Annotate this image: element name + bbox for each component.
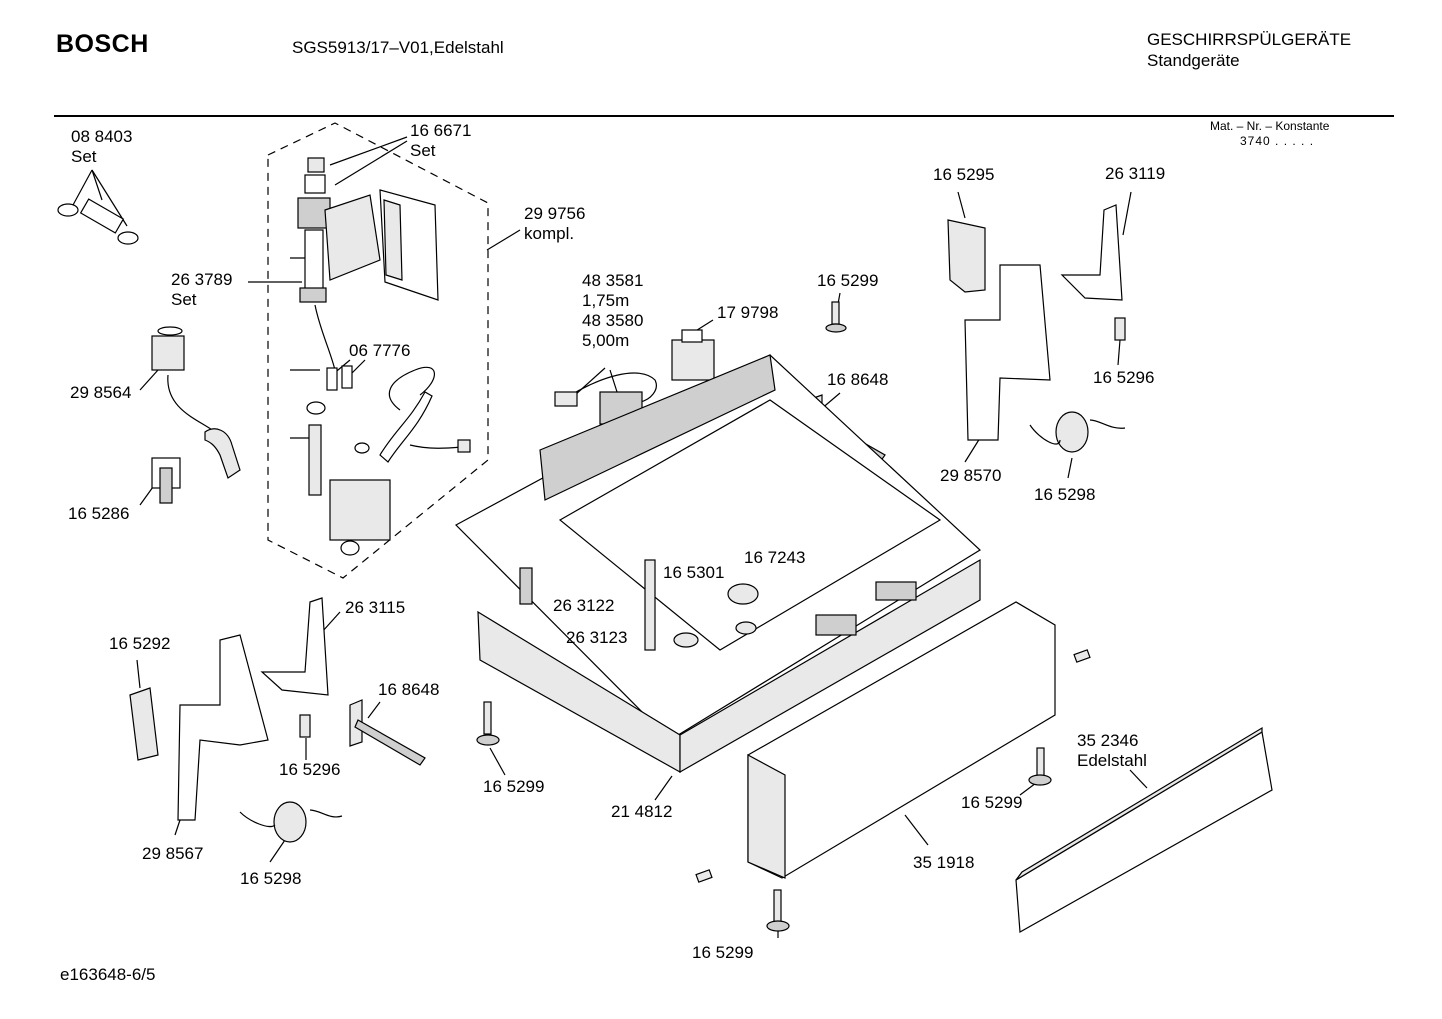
callout-line: 16 8648 (827, 370, 889, 389)
callout-165299-c: 16 5299 (961, 793, 1022, 813)
callout-line: Set (71, 147, 97, 166)
callout-line: 16 5299 (692, 943, 754, 962)
callout-line: 48 3580 (582, 311, 644, 330)
callout-line: 5,00m (582, 331, 630, 350)
callout-line: Edelstahl (1077, 751, 1147, 770)
callout-line: 26 3122 (553, 596, 615, 615)
callout-165296-b: 16 5296 (279, 760, 340, 780)
assembly-outline (267, 122, 489, 579)
base-tub (455, 354, 981, 774)
callout-line: 16 5286 (68, 504, 130, 523)
callout-line: 17 9798 (717, 303, 779, 322)
leveling-foot-screw-bottom (766, 889, 790, 932)
callout-263119: 26 3119 (1105, 164, 1165, 184)
callout-line: 16 5301 (663, 563, 725, 582)
header-rule (54, 115, 1394, 117)
callout-165299-b: 16 5299 (483, 777, 544, 797)
callout-167243: 16 7243 (744, 548, 805, 568)
brand-logo: BOSCH (56, 30, 149, 58)
callout-line: 16 5296 (279, 760, 341, 779)
callout-line: 29 8564 (70, 383, 132, 402)
callout-214812: 21 4812 (611, 802, 672, 822)
callout-line: 35 2346 (1077, 731, 1139, 750)
callout-line: 26 3119 (1105, 164, 1166, 183)
footer-code: e163648-6/5 (60, 965, 156, 984)
hinge-bracket-right (947, 204, 1126, 453)
leveling-foot-screw-left (476, 701, 500, 746)
leveling-foot-screw-right (1028, 747, 1052, 786)
callout-line: 06 7776 (349, 341, 411, 360)
callout-165298-a: 16 5298 (1034, 485, 1095, 505)
callout-line: 29 8567 (142, 844, 204, 863)
callout-line: kompl. (524, 224, 575, 243)
inlet-valve-assembly (297, 157, 471, 556)
callout-line: 29 8570 (940, 466, 1002, 485)
mains-filter (671, 329, 715, 381)
callout-line: 21 4812 (611, 802, 673, 821)
callout-line: 16 6671 (410, 121, 472, 140)
category-title: GESCHIRRSPÜLGERÄTE (1147, 30, 1352, 49)
callout-165296-a: 16 5296 (1093, 368, 1154, 388)
callout-168648-b: 16 8648 (378, 680, 439, 700)
callout-165301: 16 5301 (663, 563, 724, 583)
callout-165299-d: 16 5299 (692, 943, 753, 963)
callout-179798: 17 9798 (717, 303, 778, 323)
callout-298570: 29 8570 (940, 466, 1001, 486)
callout-line: 16 5292 (109, 634, 171, 653)
hose-clamp-set (57, 198, 139, 245)
hinge-bracket-left (129, 597, 343, 843)
callout-168648-a: 16 8648 (827, 370, 888, 390)
callout-165299-a: 16 5299 (817, 271, 878, 291)
callout-298567: 29 8567 (142, 844, 203, 864)
callout-263123: 26 3123 (566, 628, 627, 648)
callout-line: Set (171, 290, 197, 309)
callout-line: 16 7243 (744, 548, 806, 567)
callout-line: 16 5299 (961, 793, 1023, 812)
callout-263115: 26 3115 (345, 598, 405, 618)
kick-plate (747, 601, 1056, 879)
callout-298564: 29 8564 (70, 383, 131, 403)
category-subtitle: Standgeräte (1147, 51, 1240, 70)
callout-line: 16 5299 (817, 271, 879, 290)
callout-line: 48 3581 (582, 271, 644, 290)
callout-line: Set (410, 141, 436, 160)
callout-165295: 16 5295 (933, 165, 994, 185)
mat-value: 3740 . . . . . (1240, 134, 1315, 148)
callout-line: 29 9756 (524, 204, 586, 223)
float-clip (151, 457, 181, 504)
mat-label: Mat. – Nr. – Konstante (1210, 119, 1330, 133)
callout-line: 35 1918 (913, 853, 975, 872)
stainless-plinth (1015, 726, 1273, 933)
callout-line: 08 8403 (71, 127, 133, 146)
callout-line: 26 3789 (171, 270, 233, 289)
callout-line: 16 5296 (1093, 368, 1155, 387)
callout-165286: 16 5286 (68, 504, 129, 524)
callout-line: 16 5298 (240, 869, 302, 888)
callout-067776: 06 7776 (349, 341, 410, 361)
small-screw-bottom (695, 869, 713, 883)
callout-351918: 35 1918 (913, 853, 974, 873)
callout-165298-b: 16 5298 (240, 869, 301, 889)
callout-line: 16 5295 (933, 165, 995, 184)
leveling-foot-screw (825, 301, 847, 333)
callout-line: 1,75m (582, 291, 630, 310)
callout-line: 16 5299 (483, 777, 545, 796)
corrugated-hose (151, 326, 241, 479)
callout-165292: 16 5292 (109, 634, 170, 654)
callout-line: 26 3115 (345, 598, 406, 617)
callout-263122: 26 3122 (553, 596, 614, 616)
small-screw-right (1073, 649, 1091, 663)
callout-line: 16 5298 (1034, 485, 1096, 504)
model-number: SGS5913/17–V01,Edelstahl (292, 38, 504, 57)
callout-line: 26 3123 (566, 628, 628, 647)
hinge-spring-left (349, 699, 426, 766)
callout-line: 16 8648 (378, 680, 440, 699)
